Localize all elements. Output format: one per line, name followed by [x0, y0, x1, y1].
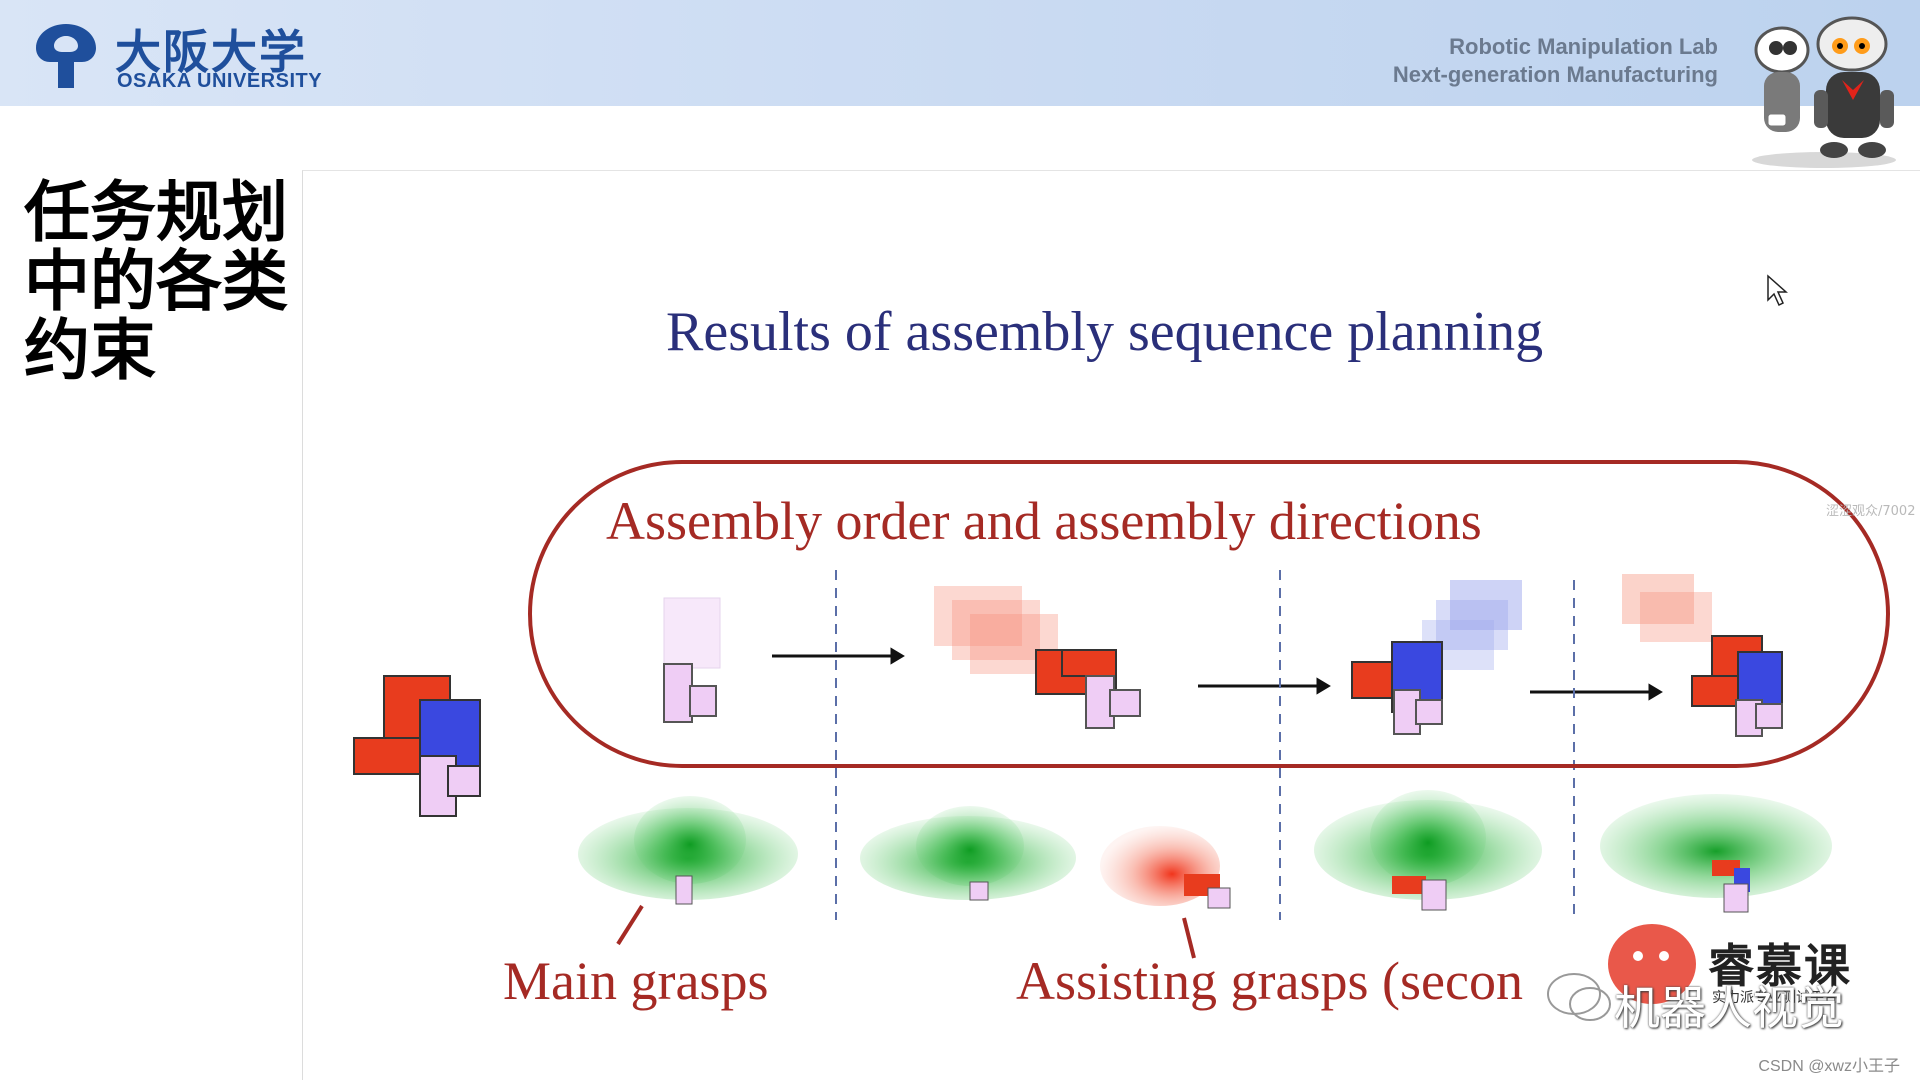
grasp-clouds: [578, 790, 1832, 913]
mouse-cursor-icon: [1767, 274, 1788, 307]
main-grasps-label: Main grasps: [503, 951, 769, 1011]
side-watermark: 涩涩观众/7002: [1826, 504, 1916, 519]
full-assembly-model: [353, 675, 481, 817]
university-name-cn: 大阪大学: [115, 25, 307, 79]
mooc-watermark: 睿慕课: [1708, 939, 1852, 993]
step-separators: [835, 570, 1575, 920]
assembly-order-oval: [528, 460, 1890, 768]
sequence-arrows: [772, 647, 1663, 701]
lab-subtitle: Next-generation Manufacturing: [1392, 62, 1718, 87]
robot-mascot-icon: [1752, 16, 1896, 168]
assisting-grasps-label: Assisting grasps (secon: [1016, 951, 1523, 1011]
video-title: Results of assembly sequence planning: [666, 301, 1544, 363]
mooc-watermark-sub: 实力派专业测试平台: [1712, 990, 1838, 1006]
osaka-university-logo-icon: [36, 24, 96, 88]
slide-title: 任务规划中的各类约束: [24, 174, 288, 389]
step-2-part: [934, 586, 1141, 729]
lab-name: Robotic Manipulation Lab: [1449, 34, 1718, 59]
oval-title: Assembly order and assembly directions: [606, 491, 1482, 551]
label-pointers: [616, 904, 1196, 959]
university-name-en: OSAKA UNIVERSITY: [117, 70, 323, 92]
header-band: 大阪大学 OSAKA UNIVERSITY Robotic Manipulati…: [0, 0, 1920, 106]
robot-vision-logo-icon: [1547, 924, 1696, 1021]
csdn-credit: CSDN @xwz小王子: [1758, 1058, 1900, 1075]
step-3-part: [1351, 580, 1522, 735]
robot-vision-watermark: 机器人视觉: [1614, 981, 1844, 1035]
